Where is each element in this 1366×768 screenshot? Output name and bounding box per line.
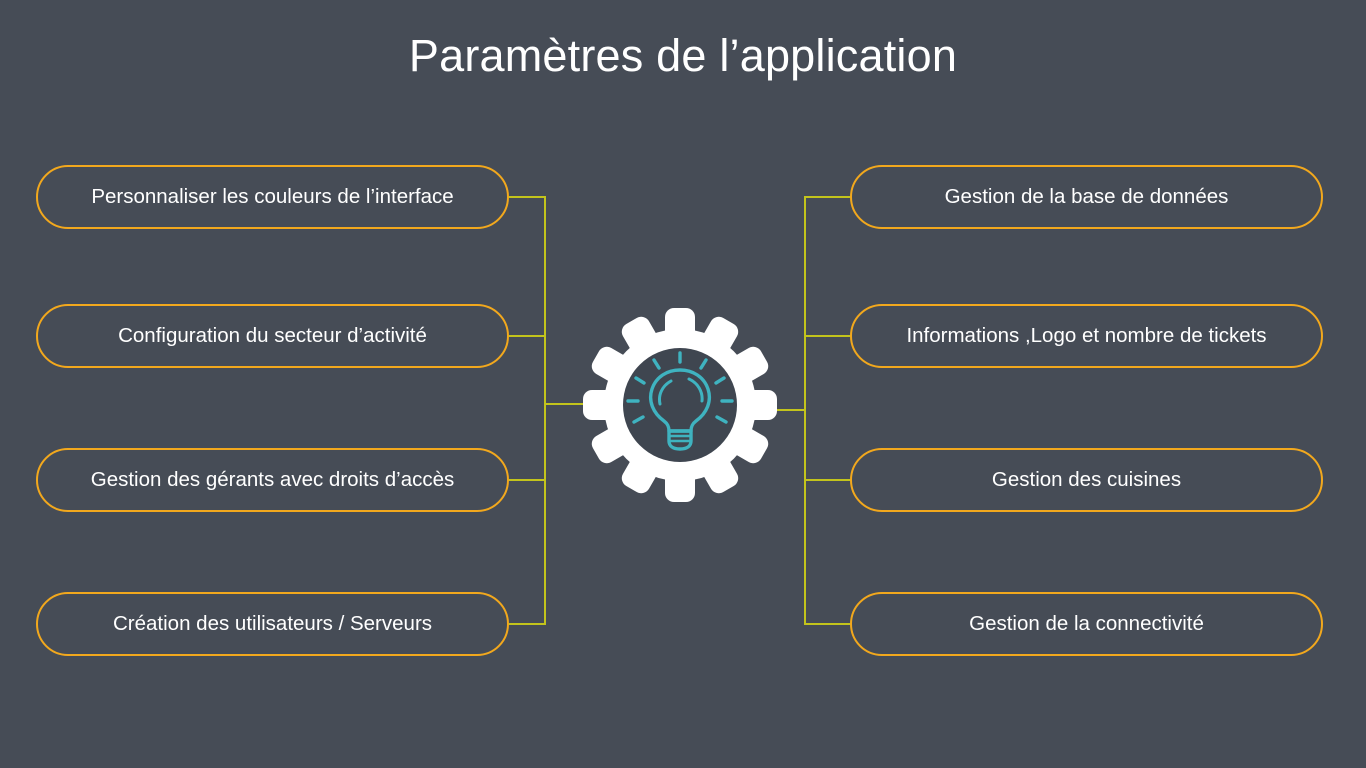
node-right-2[interactable]: Informations ,Logo et nombre de tickets (850, 304, 1323, 368)
node-left-2[interactable]: Configuration du secteur d’activité (36, 304, 509, 368)
node-left-1[interactable]: Personnaliser les couleurs de l’interfac… (36, 165, 509, 229)
gear-inner-circle (623, 348, 737, 462)
node-left-3[interactable]: Gestion des gérants avec droits d’accès (36, 448, 509, 512)
node-left-4[interactable]: Création des utilisateurs / Serveurs (36, 592, 509, 656)
node-right-3[interactable]: Gestion des cuisines (850, 448, 1323, 512)
node-right-4[interactable]: Gestion de la connectivité (850, 592, 1323, 656)
gear-lightbulb-icon (583, 308, 777, 502)
node-right-1[interactable]: Gestion de la base de données (850, 165, 1323, 229)
page-title: Paramètres de l’application (408, 30, 958, 81)
lightbulb-icon (626, 351, 734, 451)
